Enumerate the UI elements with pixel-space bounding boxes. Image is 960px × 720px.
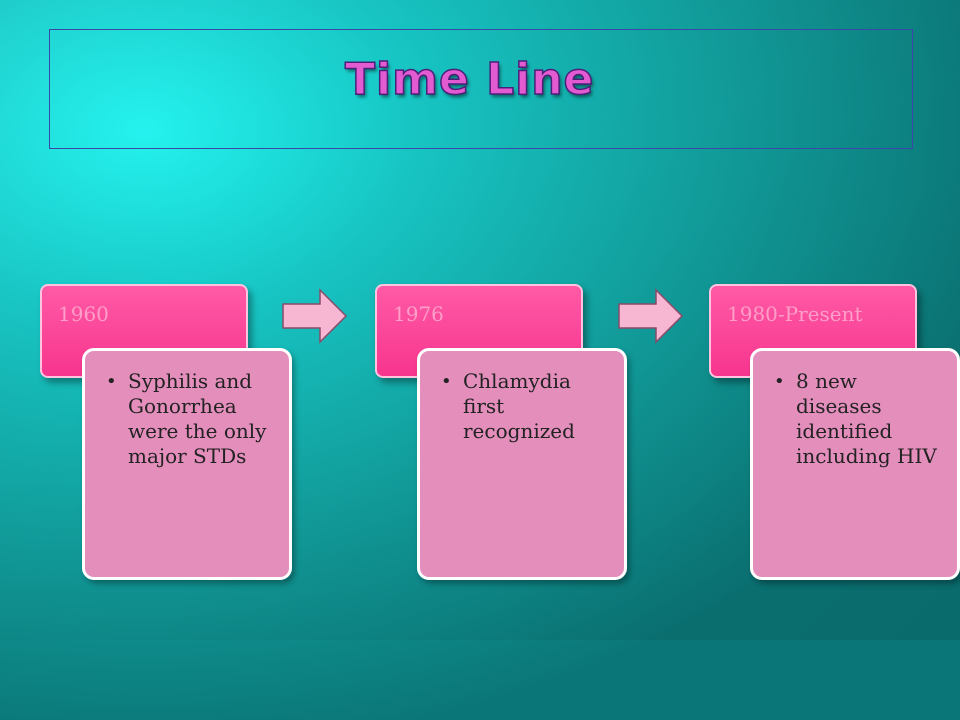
right-arrow-icon: [282, 288, 348, 344]
bullet-list: • 8 new diseases identified including HI…: [771, 369, 947, 469]
timeline-period-label: 1960: [58, 302, 109, 326]
list-item: • 8 new diseases identified including HI…: [771, 369, 947, 469]
bullet-text: Syphilis and Gonorrhea were the only maj…: [128, 369, 267, 468]
bullet-list: • Chlamydia first recognized: [438, 369, 614, 444]
timeline-period-label: 1980-Present: [727, 302, 863, 326]
bullet-text: 8 new diseases identified including HIV: [796, 369, 937, 468]
list-item: • Syphilis and Gonorrhea were the only m…: [103, 369, 279, 469]
bullet-icon: •: [774, 371, 785, 392]
timeline-content-1976: • Chlamydia first recognized: [417, 348, 627, 580]
slide-title: Time Line: [344, 53, 595, 106]
bullet-list: • Syphilis and Gonorrhea were the only m…: [103, 369, 279, 469]
timeline-period-label: 1976: [393, 302, 444, 326]
bullet-text: Chlamydia first recognized: [463, 369, 575, 443]
list-item: • Chlamydia first recognized: [438, 369, 614, 444]
title-frame: [49, 29, 913, 149]
bullet-icon: •: [106, 371, 117, 392]
timeline-content-1980-present: • 8 new diseases identified including HI…: [750, 348, 960, 580]
right-arrow-icon: [618, 288, 684, 344]
bullet-icon: •: [441, 371, 452, 392]
timeline-content-1960: • Syphilis and Gonorrhea were the only m…: [82, 348, 292, 580]
